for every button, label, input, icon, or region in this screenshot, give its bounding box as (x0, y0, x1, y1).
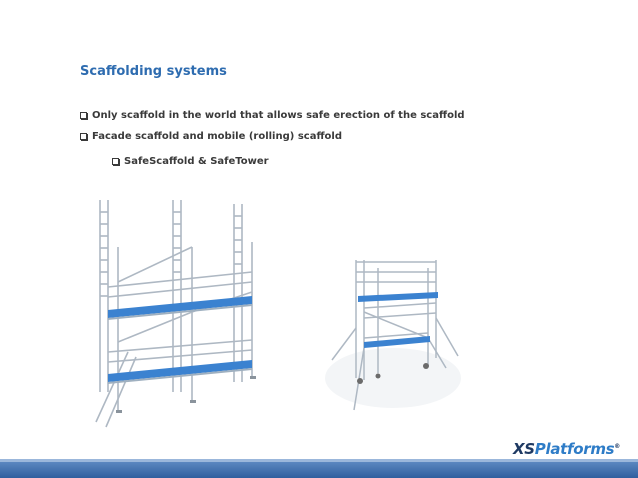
logo-platforms-text: Platforms (534, 440, 615, 458)
checkbox-bullet-icon (80, 133, 87, 140)
bullet-text: SafeScaffold & SafeTower (124, 156, 269, 167)
checkbox-bullet-icon (80, 112, 87, 119)
slide-title: Scaffolding systems (80, 64, 227, 79)
footer-band (0, 462, 638, 478)
bullet-item: Only scaffold in the world that allows s… (80, 110, 465, 121)
xsplatforms-logo: XSPlatforms® (513, 440, 620, 458)
facade-scaffold-image (95, 200, 256, 428)
bullet-text: Only scaffold in the world that allows s… (92, 110, 465, 121)
logo-xs-text: XS (513, 440, 535, 458)
bullet-text: Facade scaffold and mobile (rolling) sca… (92, 131, 342, 142)
logo-registered-mark: ® (614, 443, 620, 450)
sub-bullet-item: SafeScaffold & SafeTower (112, 156, 269, 167)
checkbox-bullet-icon (112, 158, 119, 165)
footer-strip (0, 459, 638, 462)
mobile-tower-image (325, 260, 461, 411)
bullet-item: Facade scaffold and mobile (rolling) sca… (80, 131, 342, 142)
